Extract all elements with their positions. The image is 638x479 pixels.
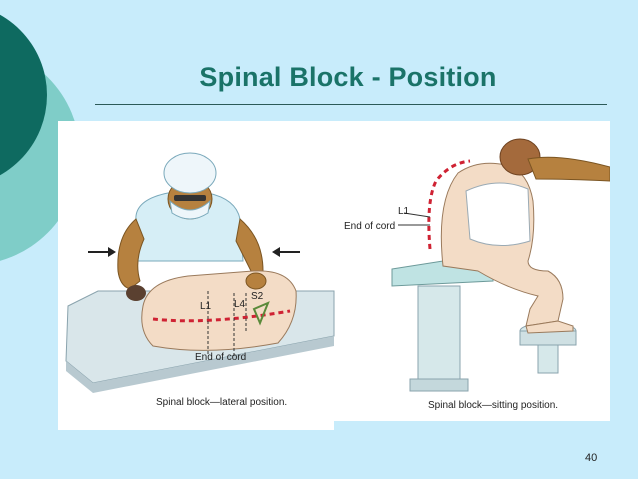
label-end-of-cord-sitting: End of cord: [344, 221, 395, 232]
label-s2-lateral: S2: [251, 291, 264, 302]
label-l1-sitting: L1: [398, 206, 410, 217]
title-divider: [95, 104, 607, 105]
caption-sitting: Spinal block—sitting position.: [428, 400, 558, 411]
anesthetist-left-arm: [117, 218, 145, 290]
dark-circle: [0, 14, 47, 176]
anesthetist-hand: [126, 285, 146, 301]
caption-lateral: Spinal block—lateral position.: [156, 397, 287, 408]
spine-line: [152, 309, 291, 323]
spinal-block-figure: L1 L4 S2 End of cord Spinal block—latera…: [58, 121, 611, 430]
surgical-mask: [169, 199, 211, 220]
label-l4-lateral: L4: [234, 299, 246, 310]
sitting-table-column: [417, 285, 461, 382]
slide-title: Spinal Block - Position: [199, 62, 497, 92]
sacrum-triangle: [252, 301, 270, 326]
sitting-illustration: L1 End of cord Spinal block—sitting posi…: [344, 138, 611, 411]
illustration-svg: L1 L4 S2 End of cord Spinal block—latera…: [58, 121, 611, 430]
patient-back: [141, 270, 297, 351]
surgical-cap: [163, 152, 217, 194]
label-end-of-cord-lateral: End of cord: [195, 352, 246, 363]
label-l1-lateral: L1: [200, 301, 212, 312]
left-pressure-arrow: [88, 247, 116, 257]
page-number: 40: [585, 452, 598, 464]
right-pressure-arrow: [272, 247, 300, 257]
lateral-illustration: L1 L4 S2 End of cord Spinal block—latera…: [65, 152, 335, 408]
pillow: [465, 182, 531, 246]
